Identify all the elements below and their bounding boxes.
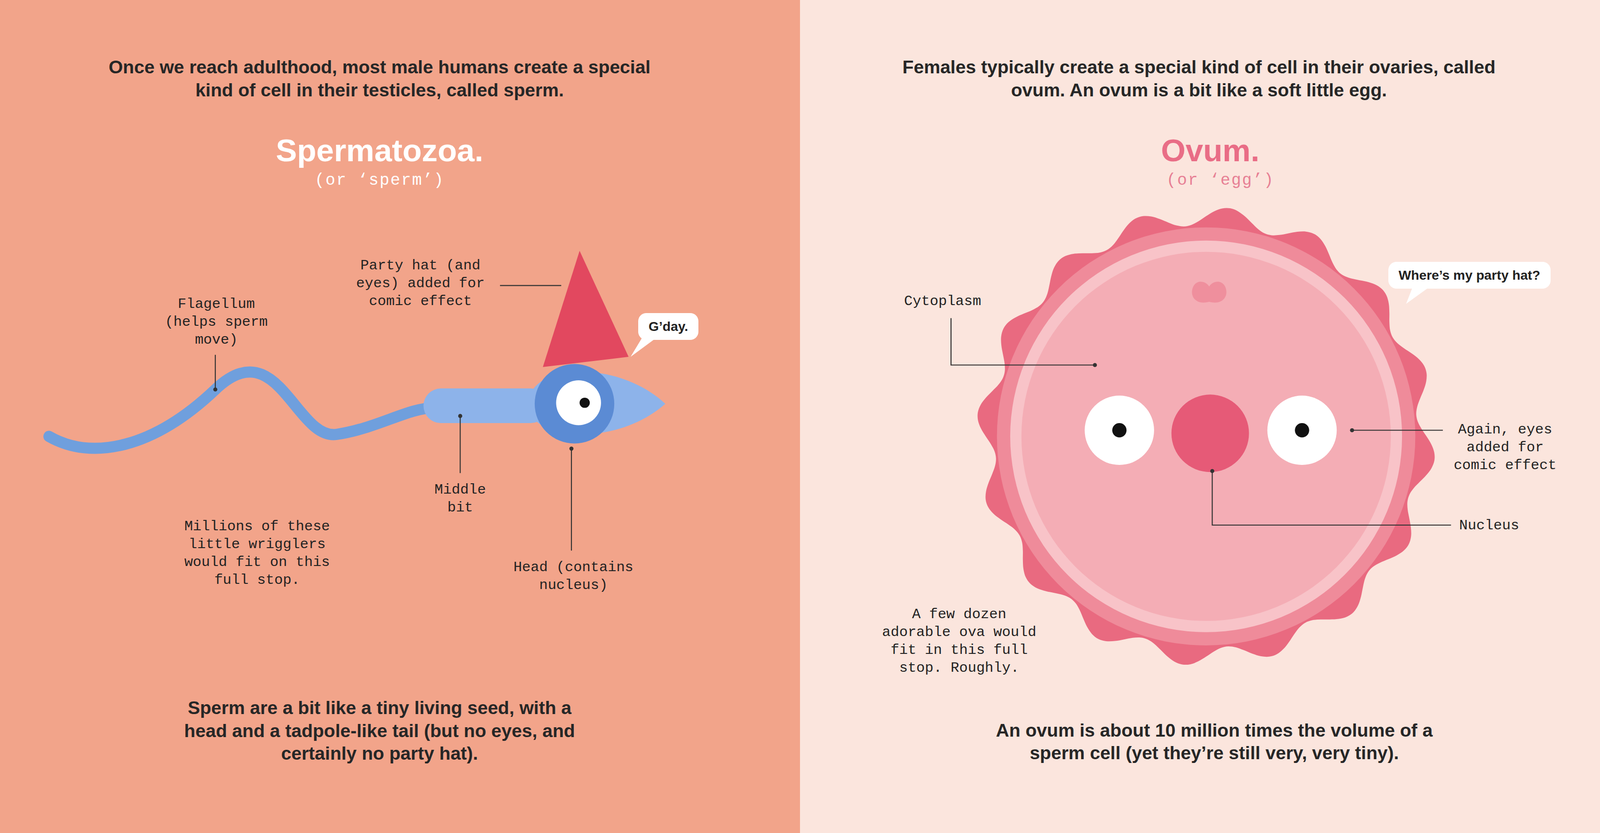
speech-text: G’day.: [648, 318, 689, 335]
polar-body: [1191, 281, 1227, 303]
eye-white: [1084, 396, 1155, 466]
intro-text: Once we reach adulthood, most male human…: [103, 55, 656, 103]
leader-dot: [1210, 469, 1215, 474]
leader-dot: [458, 414, 463, 419]
party-hat: [542, 251, 629, 368]
note: Millions of these little wrigglers would…: [179, 518, 335, 590]
part-label: Head (contains nucleus): [504, 559, 643, 595]
leader-line: [570, 448, 572, 551]
pupil: [1112, 423, 1127, 438]
part-label: Party hat (and eyes) added for comic eff…: [348, 257, 492, 311]
subheading: (or ‘egg’): [1067, 170, 1374, 191]
leader-line: [214, 355, 216, 390]
part-label: Nucleus: [1459, 517, 1520, 536]
eye-ring: [534, 364, 615, 444]
nucleus: [1171, 394, 1250, 473]
leader-dot: [213, 387, 218, 392]
subheading: (or ‘sperm’): [226, 170, 533, 191]
pupil: [579, 397, 590, 409]
section-heading: Spermatozoa.: [175, 130, 584, 171]
sperm-illustration: [48, 251, 666, 449]
part-label: Flagellum (helps sperm move): [158, 295, 274, 350]
eye-white: [555, 380, 601, 426]
left-panel: [0, 0, 800, 833]
leader-line: [950, 318, 1095, 366]
zona-pellucida: [997, 227, 1416, 646]
part-label: Middle bit: [424, 481, 497, 518]
speech-text: Where’s my party hat?: [1398, 267, 1541, 284]
section-heading: Ovum.: [1057, 130, 1364, 171]
leader-line: [1352, 429, 1443, 431]
leader-line: [499, 285, 562, 286]
part-label: Cytoplasm: [903, 293, 982, 311]
flagellum: [48, 372, 434, 449]
leader-dot: [1349, 428, 1355, 433]
eye-white: [1267, 396, 1338, 466]
ovum-illustration: [977, 207, 1435, 666]
pupil: [1294, 423, 1309, 438]
corona-radiata: [977, 207, 1435, 666]
intro-text: Females typically create a special kind …: [897, 55, 1500, 103]
leader-dot: [569, 446, 574, 452]
cytoplasm: [1021, 252, 1391, 622]
membrane-ring: [1010, 240, 1402, 633]
speech-bubble: Where’s my party hat?: [1388, 261, 1551, 289]
note: A few dozen adorable ova would fit in th…: [876, 606, 1042, 678]
right-panel: [800, 0, 1600, 833]
leader-dot: [1093, 363, 1098, 368]
caption-text: An ovum is about 10 million times the vo…: [969, 719, 1459, 766]
speech-bubble: G’day.: [638, 313, 698, 341]
part-label: Again, eyes added for comic effect: [1450, 421, 1560, 476]
leader-line: [1212, 471, 1452, 526]
caption-text: Sperm are a bit like a tiny living seed,…: [165, 697, 594, 766]
leader-line: [459, 416, 461, 474]
